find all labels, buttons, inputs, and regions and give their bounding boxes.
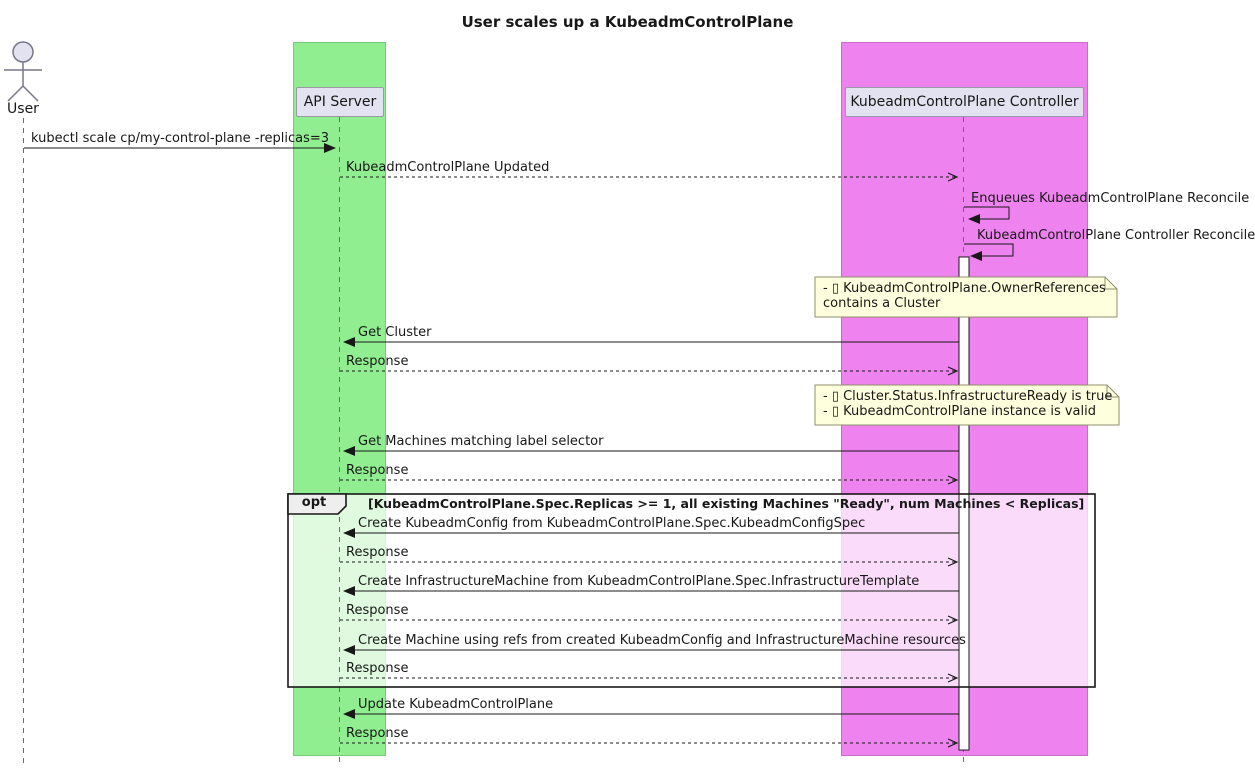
message-label: Update KubeadmControlPlane (358, 697, 554, 712)
note-owner-references (814, 276, 1118, 318)
note-line: - ▯ KubeadmControlPlane.OwnerReferences (823, 281, 1106, 296)
participant-label: API Server (303, 94, 377, 110)
message-label: Response (346, 661, 409, 676)
note-preconditions (814, 384, 1120, 426)
participant-label: KubeadmControlPlane Controller (850, 94, 1079, 110)
opt-header-pentagon (287, 493, 347, 515)
opt-fragment-frame (287, 493, 1096, 688)
message-label: kubectl scale cp/my-control-plane -repli… (31, 131, 330, 146)
message-label: Create InfrastructureMachine from Kubead… (358, 574, 920, 589)
message-label: Create Machine using refs from created K… (358, 633, 966, 648)
arrow-self-reconcile (964, 243, 1014, 261)
message-label: Response (346, 603, 409, 618)
participant-api-server: API Server (296, 87, 384, 117)
user-actor-label: User (7, 101, 39, 117)
user-actor-icon (4, 41, 42, 102)
message-label: Create KubeadmConfig from KubeadmControl… (358, 516, 866, 531)
note-line: - ▯ Cluster.Status.InfrastructureReady i… (823, 389, 1113, 404)
message-label: Response (346, 545, 409, 560)
message-label: Get Cluster (358, 325, 432, 340)
arrow-self-enqueue (964, 206, 1010, 224)
note-shapes (814, 276, 1120, 426)
message-label: Response (346, 726, 409, 741)
note-fold-icon (1104, 277, 1117, 290)
note-fold-icon (1106, 385, 1119, 398)
note-line: contains a Cluster (823, 296, 941, 311)
message-arrows (24, 143, 1014, 748)
opt-fragment-label: opt (301, 495, 327, 510)
note-line: - ▯ KubeadmControlPlane instance is vali… (823, 404, 1096, 419)
opt-fragment-guard: [KubeadmControlPlane.Spec.Replicas >= 1,… (368, 496, 1085, 511)
message-label: Enqueues KubeadmControlPlane Reconcile (971, 191, 1250, 206)
participant-kubeadmcontrolplane-controller: KubeadmControlPlane Controller (845, 87, 1084, 117)
message-label: KubeadmControlPlane Controller Reconcile (977, 228, 1255, 243)
message-label: KubeadmControlPlane Updated (346, 160, 550, 175)
message-label: Response (346, 354, 409, 369)
message-label: Response (346, 463, 409, 478)
diagram-title: User scales up a KubeadmControlPlane (461, 13, 794, 31)
controller-activation-bar (958, 256, 970, 751)
message-label: Get Machines matching label selector (358, 434, 604, 449)
